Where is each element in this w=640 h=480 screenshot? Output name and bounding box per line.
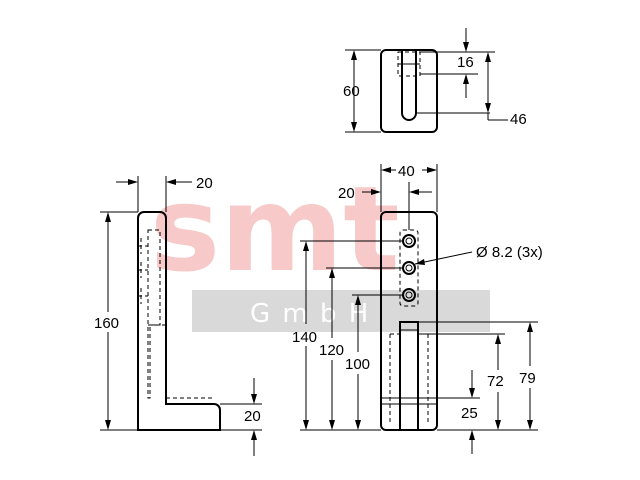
watermark-brand: smt [150,160,400,298]
side-view-body [137,211,221,431]
hole2-height-label: 120 [319,342,344,359]
watermark-sub: G m b H [250,299,370,329]
slot-top-label: 79 [519,370,536,387]
front-view: 40 20 Ø 8.2 (3x) 140 120 100 [292,163,543,454]
side-view: 20 160 20 [94,175,262,456]
side-foot-height-label: 20 [244,408,261,425]
top-view-slot [401,50,417,121]
top-view-body [380,49,438,133]
watermark: smt G m b H [150,160,490,332]
side-view-hidden-outline [147,229,161,399]
watermark-band [192,290,490,332]
front-slot [399,321,419,431]
top-slot-width-label: 16 [457,54,474,71]
front-hole-offset-label: 20 [338,185,355,202]
front-width-label: 40 [398,163,415,180]
slot-mid-label: 72 [487,373,504,390]
side-thickness-label: 20 [196,175,213,192]
top-view: 60 16 46 [343,28,527,133]
hole3-height-label: 100 [345,356,370,373]
top-slot-depth-label: 46 [510,111,527,128]
slot-bottom-label: 25 [461,405,478,422]
hole-label: Ø 8.2 (3x) [476,244,543,261]
side-height-label: 160 [94,315,119,332]
top-height-label: 60 [343,83,360,100]
hole1-height-label: 140 [292,329,317,346]
hole-2 [402,261,416,275]
hole-1 [402,234,416,248]
